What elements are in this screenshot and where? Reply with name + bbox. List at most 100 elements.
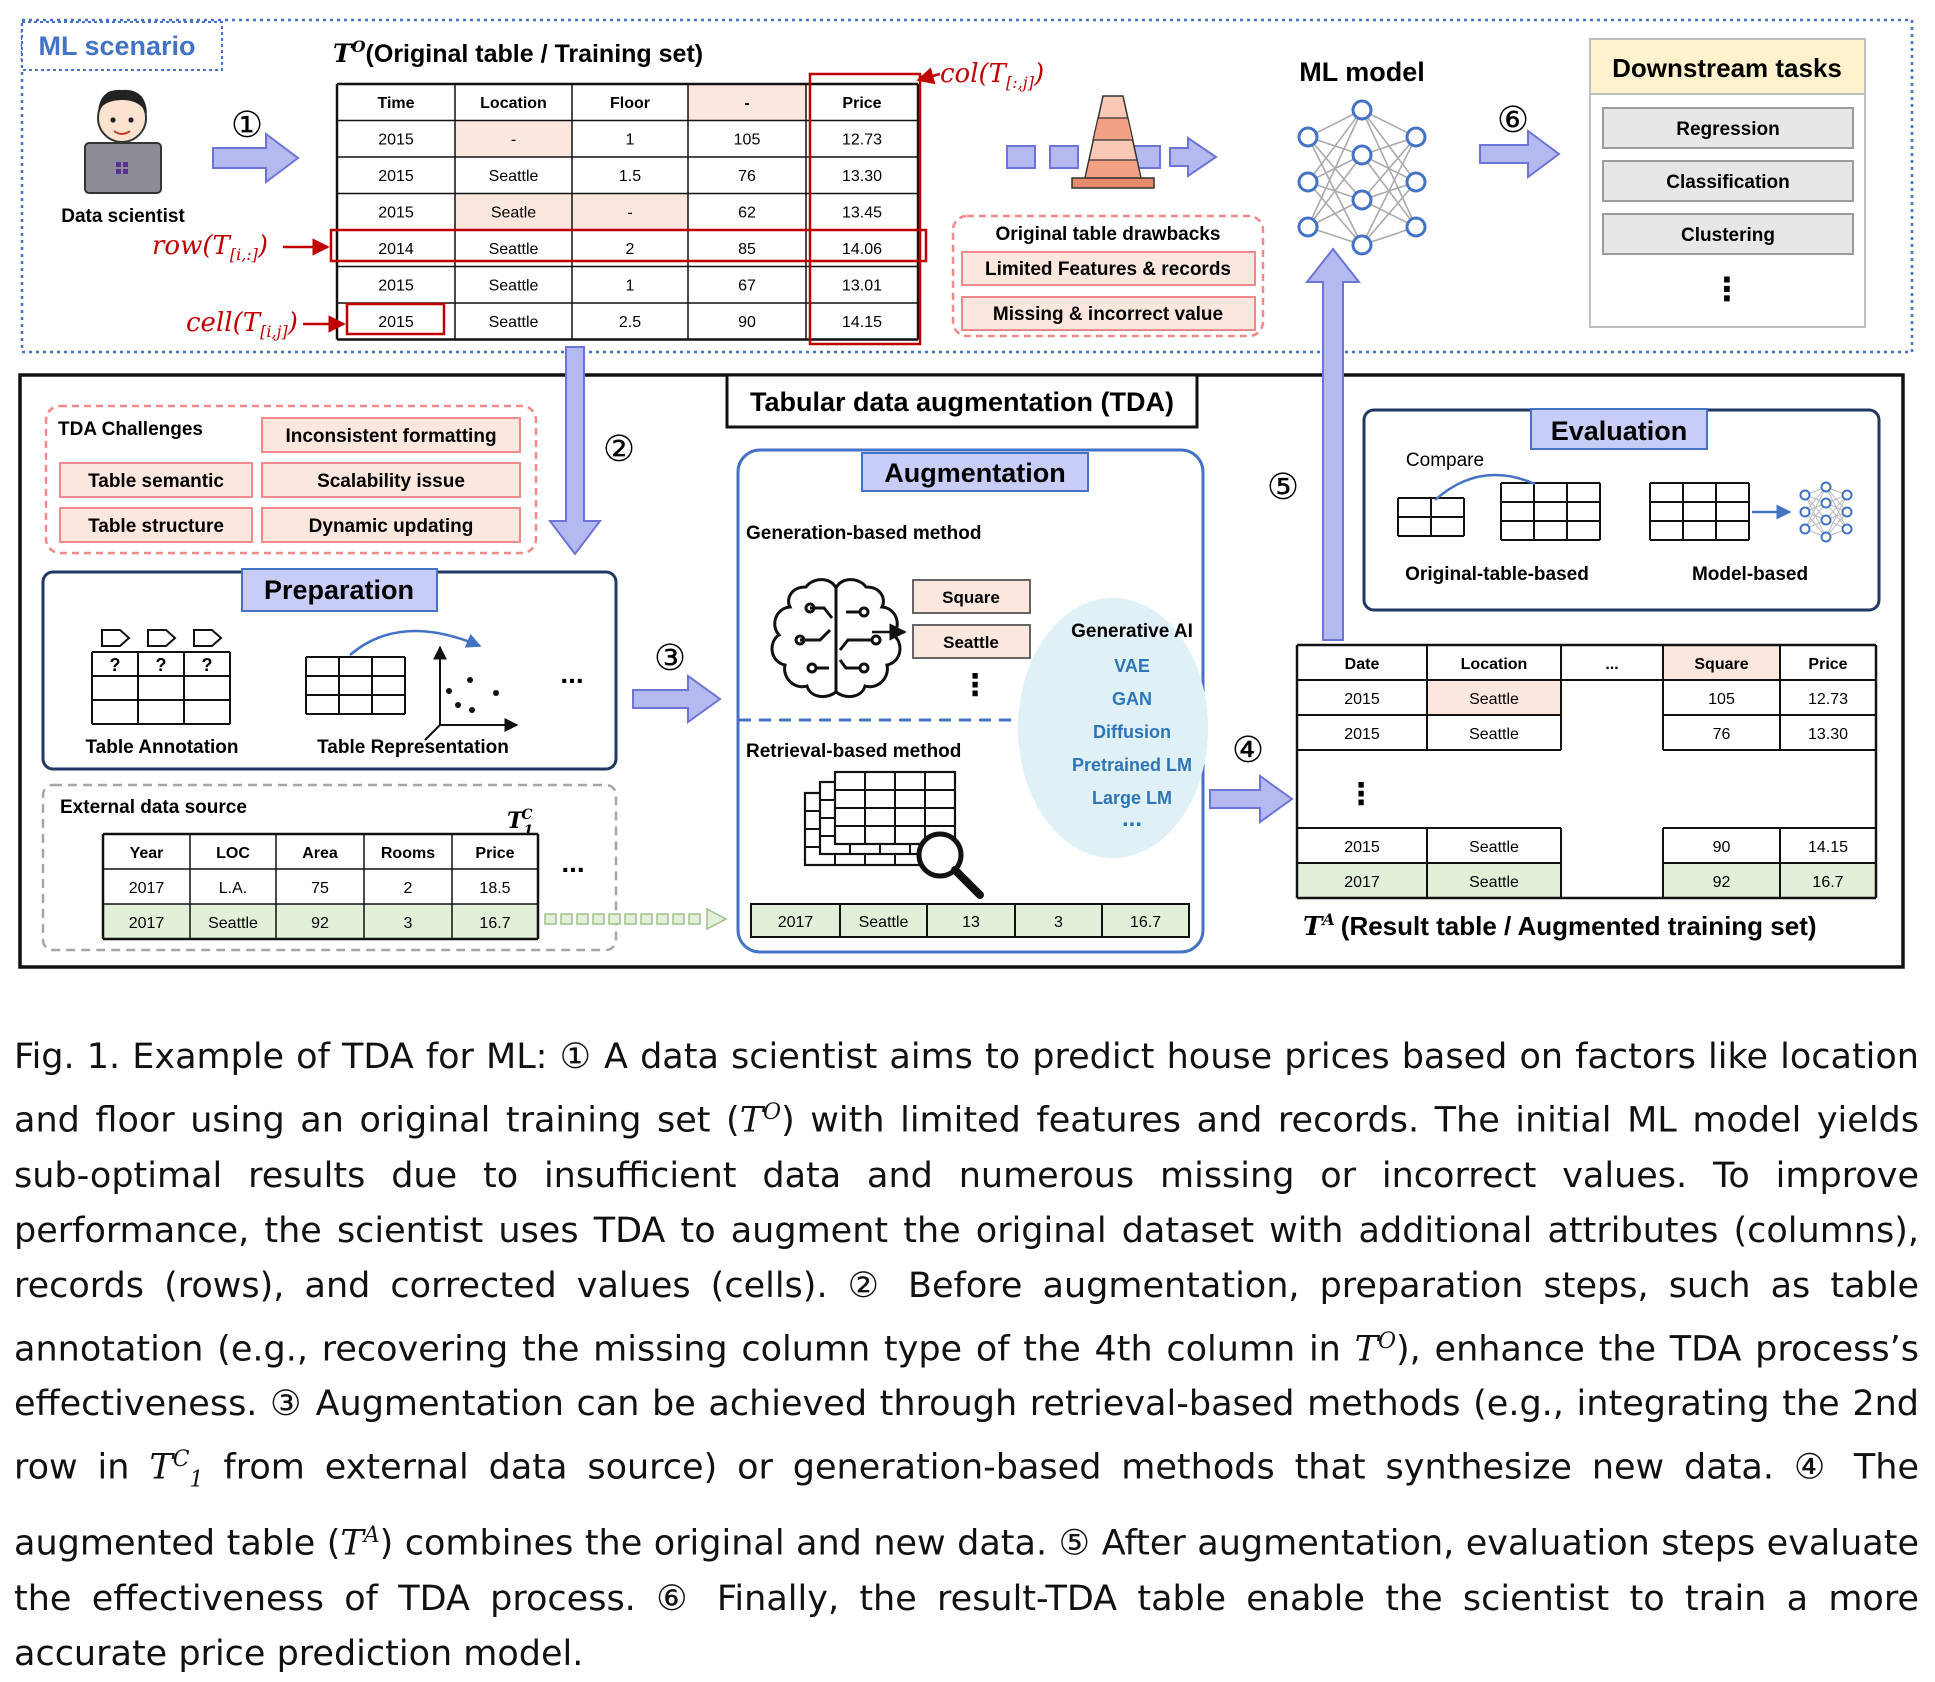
step-6-arrow <box>1479 129 1561 179</box>
generation-more: ⋮ <box>960 669 990 702</box>
table-representation-label: Table Representation <box>317 737 509 758</box>
header-cell: Location <box>480 95 547 112</box>
caption-sup-o-2: O <box>1377 1328 1397 1354</box>
table-cell: 16.7 <box>479 915 510 932</box>
table-cell: Seattle <box>1469 874 1519 891</box>
dot-segment <box>544 913 557 925</box>
cell-bg <box>276 904 364 939</box>
ml-scenario-frame <box>20 18 1914 354</box>
table-cell: 90 <box>738 314 756 331</box>
dot-segment <box>592 913 605 925</box>
scatter-point <box>446 688 452 694</box>
table-cell: 2015 <box>1344 839 1380 856</box>
nn-node <box>1297 171 1319 193</box>
evaluation-title: Evaluation <box>1551 416 1688 446</box>
external-to-retrieval-arrow <box>544 907 728 931</box>
header-cell: Year <box>130 845 164 862</box>
table-cell: Seattle <box>1469 691 1519 708</box>
cell-bg <box>190 904 276 939</box>
step-3-arrow <box>632 674 722 724</box>
retrieval-method-title: Retrieval-based method <box>746 741 961 762</box>
table-cell: Seattle <box>489 168 539 185</box>
table-cell: 13.01 <box>842 278 882 295</box>
nn-node <box>1351 234 1373 256</box>
table-cell: 14.15 <box>1808 839 1848 856</box>
table-cell: 92 <box>311 915 329 932</box>
nn-edge <box>1361 136 1417 246</box>
retrieval-search-icon <box>803 770 984 899</box>
step-5-arrow <box>1304 247 1362 641</box>
table-cell: 2015 <box>378 205 414 222</box>
nn-edge <box>1804 486 1827 530</box>
table-cell: Seatle <box>491 205 536 222</box>
tag-shape-icon <box>147 629 177 647</box>
dot-segment <box>624 913 637 925</box>
header-cell: LOC <box>216 845 250 862</box>
cell-bg <box>455 120 572 157</box>
step-2-marker: ② <box>603 429 635 470</box>
nn-edge <box>1307 109 1363 183</box>
challenge-label: Table semantic <box>88 471 224 492</box>
ml-model-label: ML model <box>1299 57 1425 87</box>
step-1-arrow <box>212 132 300 184</box>
figure-caption: Fig. 1. Example of TDA for ML: ① A data … <box>14 1030 1919 1682</box>
challenge-tag <box>59 507 253 543</box>
challenge-tag <box>261 462 521 498</box>
magnifier-lens <box>916 831 964 879</box>
step-2-arrow <box>547 346 603 556</box>
nn-node <box>1405 126 1427 148</box>
table-cell: 92 <box>1713 874 1731 891</box>
table-cell: Seattle <box>208 915 258 932</box>
preparation-more: ... <box>560 658 583 689</box>
ml-scenario-tag-box <box>21 21 223 71</box>
cell-bg <box>1427 863 1561 898</box>
dot-segment <box>640 913 653 925</box>
table-cell: 16.7 <box>1812 874 1843 891</box>
table-cell: 12.73 <box>842 132 882 149</box>
scatter-point <box>467 677 473 683</box>
dot-segment <box>672 913 685 925</box>
ai-brain-icon <box>770 578 902 699</box>
downstream-item <box>1602 160 1854 202</box>
caption-part-3: ), enhance the TDA process’s effectivene… <box>14 1329 1919 1488</box>
step-1-marker: ① <box>231 105 263 146</box>
nn-node <box>1351 189 1373 211</box>
retrieved-cell <box>1014 903 1103 938</box>
header-cell: Area <box>302 845 338 862</box>
z-axis <box>424 724 441 741</box>
nn-edge <box>1307 154 1363 228</box>
dot-segment <box>688 913 701 925</box>
data-scientist-icon <box>84 89 162 194</box>
table-cell: 12.73 <box>1808 691 1848 708</box>
table-cell: 76 <box>1713 726 1731 743</box>
table-cell: 13.45 <box>842 205 882 222</box>
table-cell: 2 <box>626 241 635 258</box>
header-cell: Rooms <box>381 845 435 862</box>
header-cell: Location <box>1461 656 1528 673</box>
nn-node <box>1820 481 1832 493</box>
svg-text:col(T[:,j]): col(T[:,j]) <box>940 59 1044 92</box>
cell-bg <box>1780 863 1876 898</box>
nn-edge <box>1307 109 1363 228</box>
cell-bg <box>1297 863 1427 898</box>
cell-bg <box>1663 645 1780 680</box>
nn-node <box>1841 506 1853 518</box>
table-cell: 3 <box>404 915 413 932</box>
table-cell: 18.5 <box>479 880 510 897</box>
external-source-title: External data source <box>60 797 247 818</box>
tag-shape-icon <box>193 629 223 647</box>
genai-title: Generative AI <box>1071 621 1193 642</box>
downstream-item-label: Classification <box>1666 172 1790 193</box>
header-cell: Square <box>1694 656 1748 673</box>
genai-item: GAN <box>1112 689 1152 709</box>
challenge-tag <box>261 507 521 543</box>
nn-node <box>1297 126 1319 148</box>
nn-node <box>1351 99 1373 121</box>
table-cell: 1 <box>626 278 635 295</box>
header-cell: ... <box>1605 656 1618 673</box>
nn-node <box>1841 489 1853 501</box>
